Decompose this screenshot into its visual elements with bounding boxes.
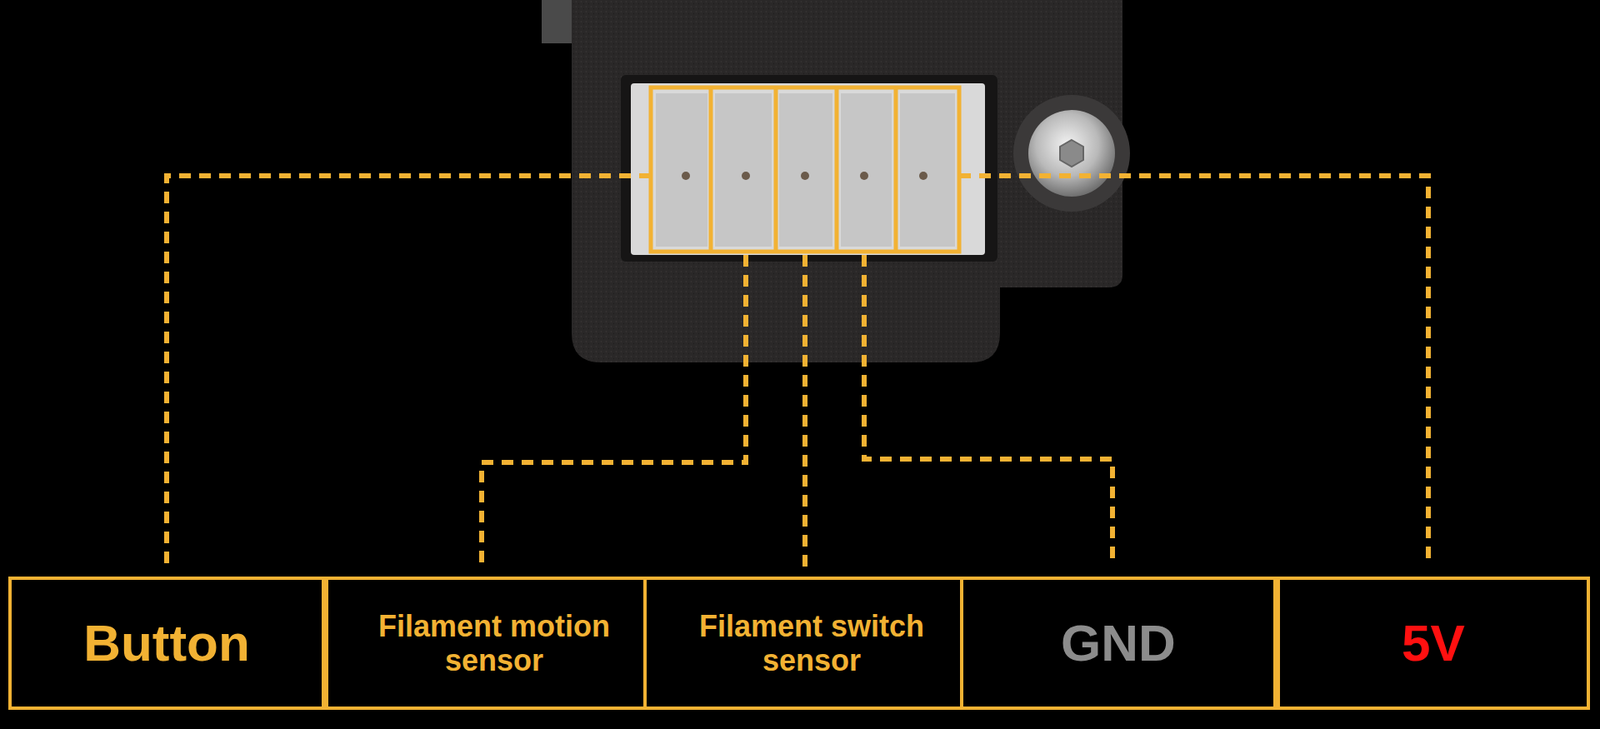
pin-label-box: Filament switch sensor [643, 576, 980, 710]
pin-cell [900, 93, 955, 247]
pin-name: 5V [1401, 613, 1465, 673]
pin [800, 171, 810, 180]
screw-boss [1013, 95, 1130, 212]
pin-label-box: 5V [1276, 576, 1590, 710]
pin-name: GND [1060, 613, 1176, 673]
pin [919, 171, 928, 180]
leader-line [864, 255, 1113, 567]
highlight-divider [709, 87, 714, 252]
printed-part [571, 0, 1123, 363]
pin-cell [655, 93, 708, 247]
pin-highlight [650, 87, 960, 252]
pin-name: Filament switch sensor [646, 609, 977, 679]
pin [860, 171, 869, 180]
highlight-divider [774, 87, 779, 252]
leader-line [959, 175, 1429, 567]
screw [1013, 95, 1130, 212]
pin [681, 171, 690, 180]
pin-name: Button [83, 613, 250, 673]
mount-tab [541, 0, 575, 44]
highlight-frame [650, 87, 960, 252]
connector-pins [655, 93, 955, 247]
pin [741, 171, 750, 180]
screw-hex [1060, 140, 1084, 167]
pin-label-box: GND [960, 576, 1277, 710]
leader-line [802, 255, 808, 567]
pin-name: Filament motion sensor [328, 609, 660, 679]
pin-cell [779, 93, 833, 247]
pin-label-box: Button [8, 576, 325, 710]
leader-lines [166, 175, 1429, 567]
pin-cell [840, 93, 892, 247]
leader-line [481, 255, 746, 567]
pin-cell [715, 93, 772, 247]
leader-line [166, 175, 651, 567]
screw-head [1028, 110, 1115, 197]
connector-housing [630, 83, 985, 255]
highlight-divider [894, 87, 899, 252]
connector-recess [620, 75, 998, 262]
highlight-divider [835, 87, 840, 252]
pin-label-box: Filament motion sensor [325, 576, 664, 710]
